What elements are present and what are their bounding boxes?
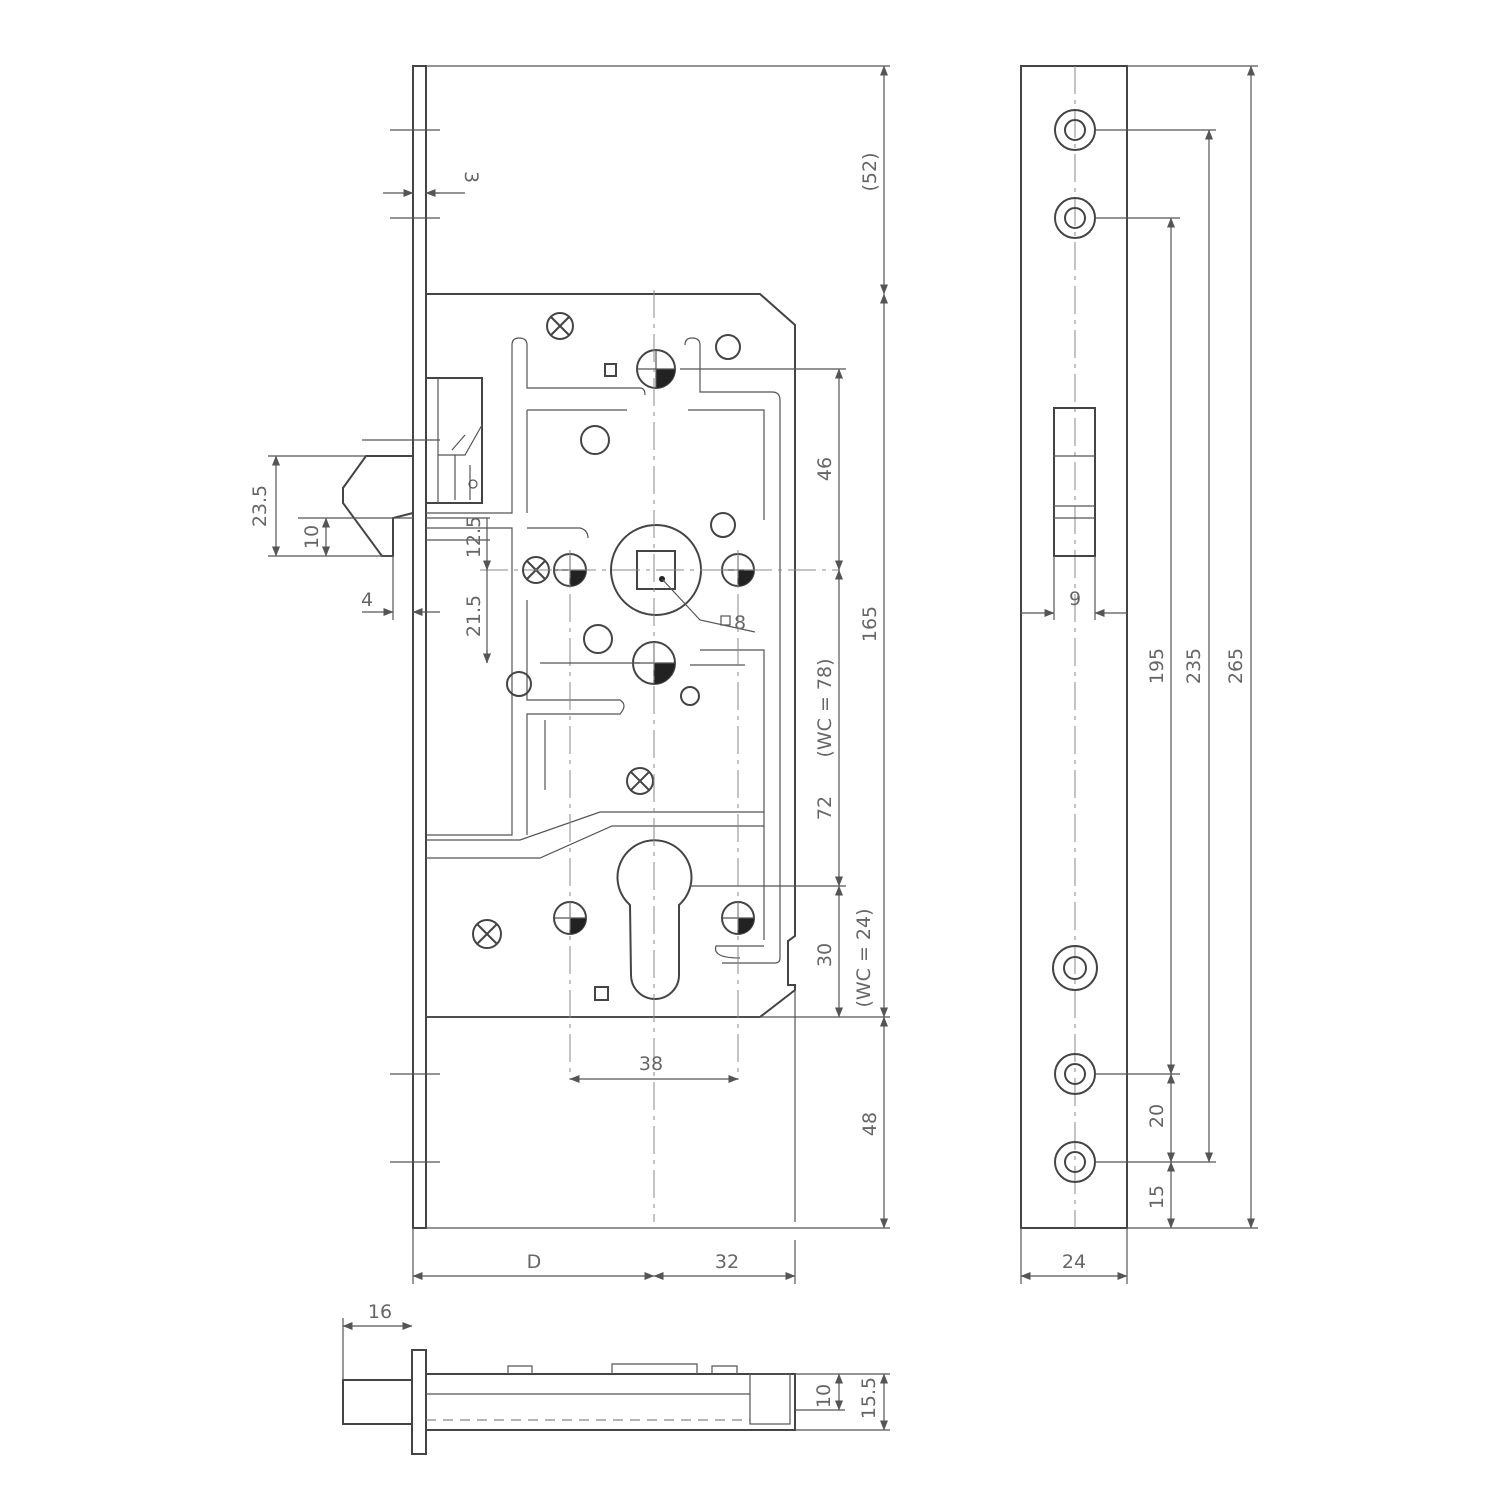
circle-icon bbox=[710, 512, 736, 538]
circle-icon bbox=[680, 686, 700, 706]
lock-case bbox=[426, 293, 796, 1018]
dim-offset-12-5: 12.5 bbox=[463, 516, 485, 558]
dim-wc24: (WC = 24) bbox=[853, 908, 875, 1007]
dim-latch-center: 10 bbox=[301, 525, 323, 549]
rivet-center bbox=[626, 767, 654, 795]
latch-bottom bbox=[342, 1379, 413, 1425]
faceplate-side bbox=[1020, 65, 1128, 1229]
circle-icon bbox=[715, 334, 741, 360]
front-view: 3 (52) 23.5 10 12.5 21.5 4 46 (WC = 78) … bbox=[249, 65, 890, 1284]
faceplate-edge bbox=[411, 1349, 427, 1455]
dim-46: 46 bbox=[814, 457, 836, 481]
square-marker bbox=[604, 363, 617, 377]
dim-wc78: (WC = 78) bbox=[814, 658, 836, 757]
dim-265: 265 bbox=[1225, 648, 1247, 684]
circle-icon bbox=[506, 671, 532, 697]
latch-opening bbox=[1053, 407, 1096, 557]
dim-follower-distance: 21.5 bbox=[463, 595, 485, 637]
dim-top-offset: (52) bbox=[859, 152, 881, 191]
dim-latch-height: 23.5 bbox=[249, 485, 271, 527]
dim-10-bottom: 10 bbox=[813, 1384, 835, 1408]
dim-latch-projection: 4 bbox=[361, 589, 373, 611]
side-view: 9 195 235 265 20 15 24 bbox=[1020, 65, 1258, 1284]
dim-15-5: 15.5 bbox=[858, 1377, 880, 1419]
dim-backset: D bbox=[527, 1251, 542, 1273]
circle-icon bbox=[1052, 945, 1098, 991]
dim-strike-9: 9 bbox=[1069, 588, 1081, 610]
circle-icon bbox=[583, 624, 613, 654]
dim-15: 15 bbox=[1146, 1185, 1168, 1209]
dim-72: 72 bbox=[814, 796, 836, 820]
dim-32: 32 bbox=[715, 1251, 739, 1273]
cylinder-cutout bbox=[616, 839, 693, 1000]
dim-30: 30 bbox=[814, 943, 836, 967]
rivet-bottom-left bbox=[472, 919, 502, 949]
dim-plate-thickness: 3 bbox=[460, 171, 482, 183]
bottom-view: 16 10 15.5 bbox=[342, 1301, 890, 1455]
faceplate-front bbox=[412, 65, 427, 1229]
internal-channels bbox=[426, 337, 781, 964]
square-marker bbox=[594, 986, 609, 1001]
dim-cyl-spacing: 38 bbox=[639, 1053, 663, 1075]
rivet-top-left bbox=[546, 312, 574, 340]
quadrant-circle-icon bbox=[636, 349, 676, 389]
dim-165: 165 bbox=[859, 606, 881, 642]
dim-235: 235 bbox=[1183, 648, 1205, 684]
dim-bolt-throw: 16 bbox=[368, 1301, 392, 1323]
dim-195: 195 bbox=[1146, 648, 1168, 684]
dim-bottom-offset: 48 bbox=[859, 1112, 881, 1136]
dim-spindle: 8 bbox=[734, 612, 746, 634]
dim-20: 20 bbox=[1146, 1104, 1168, 1128]
dim-faceplate-width: 24 bbox=[1062, 1251, 1086, 1273]
circle-icon bbox=[580, 425, 610, 455]
